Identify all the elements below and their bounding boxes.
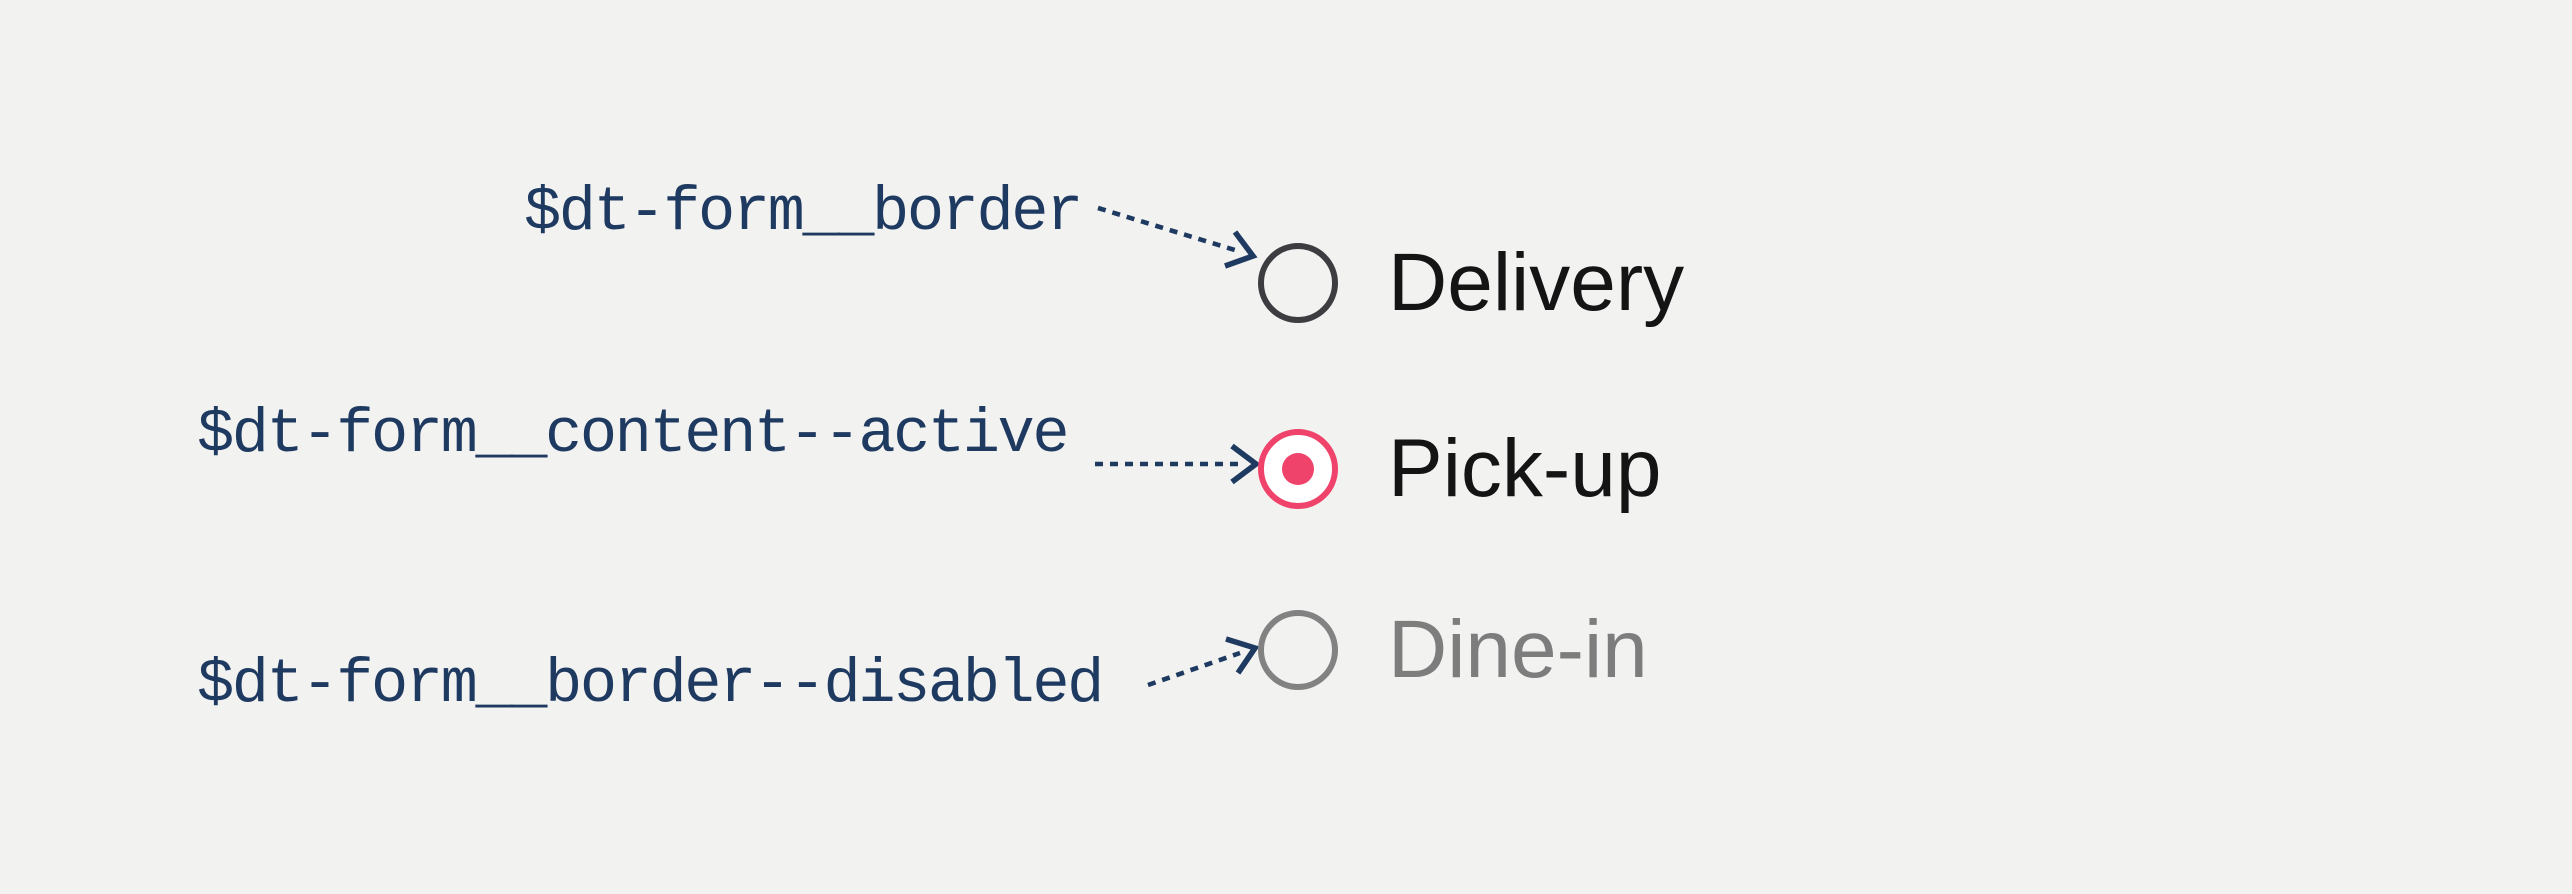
radio-delivery[interactable] <box>1258 243 1338 323</box>
radio-pickup-selected-dot <box>1282 453 1314 485</box>
token-label-form-content-active: $dt-form__content--active <box>197 399 1070 470</box>
option-label-dinein: Dine-in <box>1388 604 1648 695</box>
option-label-delivery[interactable]: Delivery <box>1388 237 1685 328</box>
annotation-arrow-border <box>1097 205 1258 269</box>
annotation-arrow-border-disabled <box>1147 636 1260 688</box>
token-label-form-border-disabled: $dt-form__border--disabled <box>197 649 1104 720</box>
token-label-form-border: $dt-form__border <box>524 177 1083 248</box>
annotation-arrow-content-active <box>1095 443 1261 485</box>
radio-pickup[interactable] <box>1258 429 1338 509</box>
radio-dinein <box>1258 610 1338 690</box>
option-label-pickup[interactable]: Pick-up <box>1388 423 1662 514</box>
